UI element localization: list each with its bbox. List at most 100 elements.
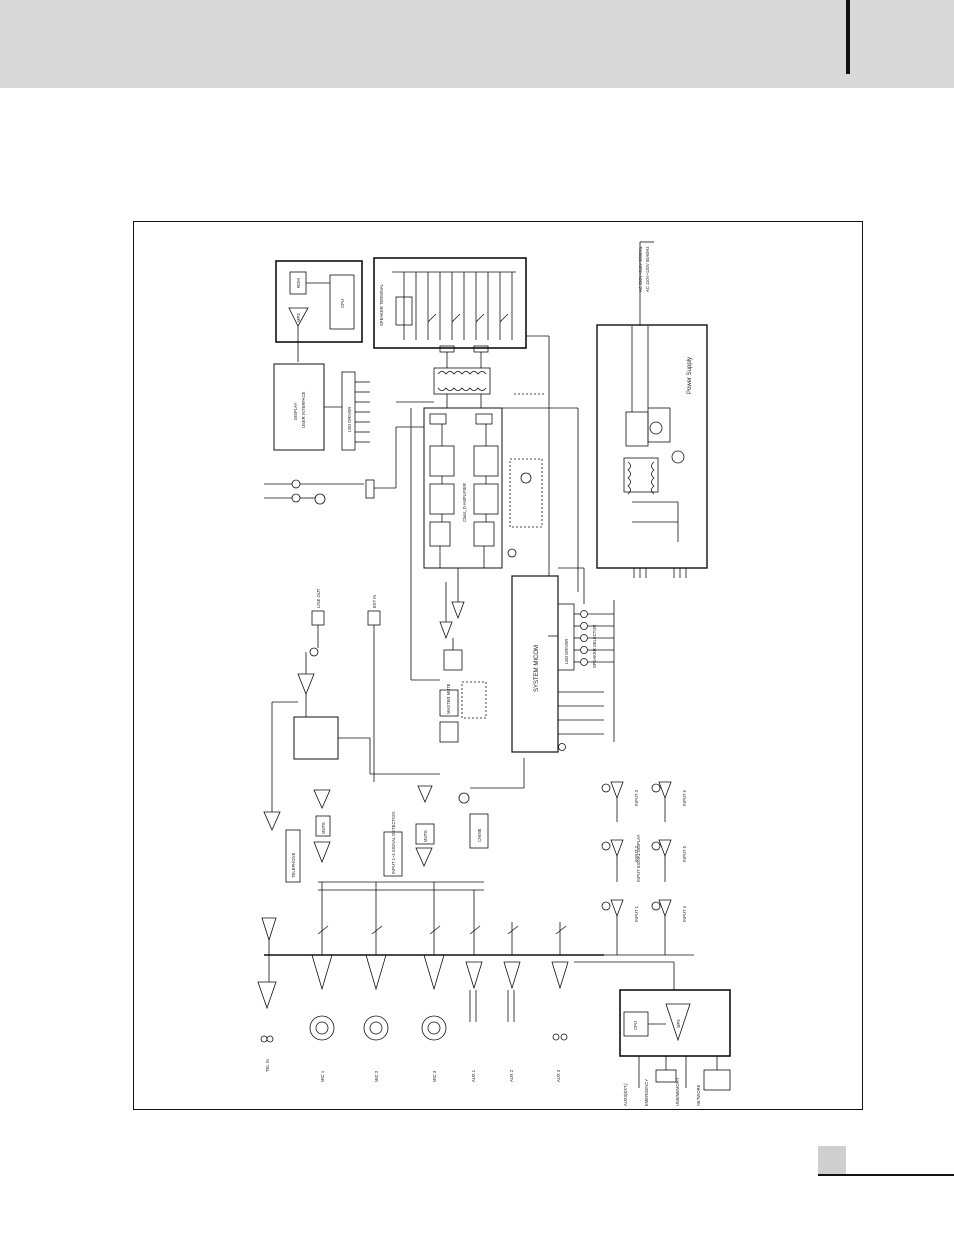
pwm-stage	[473, 483, 499, 515]
output-filter	[475, 413, 493, 425]
indicator-led	[291, 479, 301, 489]
tel-in-jack	[260, 1035, 268, 1043]
connector	[473, 345, 489, 353]
mic1-amp	[311, 954, 333, 991]
tone-control	[293, 716, 339, 760]
tel-in-label: TEL IN	[265, 1059, 270, 1072]
speaker-selector-leds	[574, 600, 615, 742]
line-out-label: LINE OUT	[316, 588, 321, 608]
tel-in-jack	[266, 1035, 274, 1043]
ext-in-jack	[367, 610, 381, 626]
output-filter	[429, 413, 447, 425]
mute-block	[315, 815, 331, 837]
master-mute-label: MASTER MUTE	[446, 683, 451, 714]
input-6-label: INPUT 6	[682, 789, 687, 806]
input-3-label: INPUT 3	[634, 789, 639, 806]
line-out-amp	[297, 673, 315, 696]
port-usb-label: USB/MEMORY	[675, 1077, 680, 1106]
master-mute	[439, 689, 459, 717]
driver-stage	[429, 521, 451, 547]
aux3-jack	[560, 1033, 568, 1041]
mp3-bottom-label: MP3	[676, 1019, 681, 1028]
speaker-taps	[392, 271, 516, 340]
fuse-icon	[671, 450, 685, 464]
aux2-amp	[503, 961, 521, 990]
input-5-label: INPUT 5	[682, 845, 687, 862]
line-out-jack	[311, 610, 325, 626]
dsp-stage	[429, 445, 455, 477]
footer-rule	[818, 1174, 954, 1176]
power-supply-block	[596, 324, 708, 569]
dsp-stage	[473, 445, 499, 477]
aux3-amp	[551, 961, 569, 990]
mic3-amp	[423, 954, 445, 991]
network-port	[703, 1069, 731, 1091]
driver-stage	[473, 521, 495, 547]
buffer-amp	[439, 621, 453, 640]
aux2-label: AUX 2	[509, 1069, 514, 1082]
led-driver-top	[341, 371, 356, 451]
led-driver-micom-label: LED DRIVER	[564, 639, 569, 664]
class-d-amplifier	[423, 407, 503, 569]
buffer-amp	[451, 601, 465, 620]
display-sub-label: USER INTERFACE	[301, 391, 306, 428]
mute-logic	[439, 721, 459, 743]
mic2-amp	[365, 954, 387, 991]
telephone-label: TELEPHONE	[291, 852, 296, 878]
input-2-label: INPUT 2	[634, 845, 639, 862]
telephone-block	[285, 829, 301, 883]
emergency-terminal	[655, 1069, 677, 1083]
input-signal-leds	[601, 781, 694, 956]
mp3-amp	[665, 1003, 691, 1042]
temp-sensor-icon	[507, 548, 517, 558]
schematic-canvas: DISPLAY USER INTERFACE LED DRIVER CPU RO…	[257, 241, 731, 1106]
aux1-amp	[465, 961, 483, 990]
mic1-label: MIC 1	[320, 1070, 325, 1082]
ext-in-label: EXT IN	[372, 595, 377, 608]
xlr-mic1-icon	[309, 1015, 335, 1041]
transistor-icon	[309, 647, 319, 657]
output-transformer	[433, 367, 491, 395]
rom-label: ROM	[296, 278, 301, 288]
mp3-amp	[288, 307, 309, 327]
connector	[365, 479, 375, 499]
mic3-label: MIC 3	[432, 1070, 437, 1082]
port-emergency-label: EMERGENCY	[644, 1079, 649, 1106]
pre-amp	[415, 847, 433, 867]
chime-block	[469, 813, 489, 849]
input-4-label: INPUT 4	[682, 905, 687, 922]
mp3-top-label: MP3	[296, 313, 301, 322]
led-driver-top-label: LED DRIVER	[347, 407, 352, 432]
mute-label: MUTE	[321, 822, 326, 834]
display-label: DISPLAY	[293, 402, 298, 420]
indicator-led	[291, 493, 301, 503]
tel-buffer	[261, 917, 277, 942]
header-band	[0, 0, 954, 88]
indicator-led	[558, 743, 566, 751]
level-pots	[317, 882, 567, 955]
buffer-amp	[417, 785, 433, 803]
encoder-icon	[314, 493, 326, 505]
input-1-label: INPUT 1	[634, 905, 639, 922]
header-marker	[846, 0, 850, 74]
dc-outputs	[633, 568, 687, 578]
cpu-block	[329, 274, 355, 330]
speaker-terminal-block	[373, 257, 527, 349]
xlr-mic2-icon	[363, 1015, 389, 1041]
mute-block	[415, 823, 435, 845]
input-signal-display-label: INPUT SIGNAL DISPLAY	[636, 834, 641, 882]
pwm-stage	[429, 483, 455, 515]
speaker-terminal-label: SPEAKER TERMINAL	[379, 283, 384, 326]
cpu-top-label: CPU	[340, 299, 345, 308]
aux1-label: AUX 1	[471, 1069, 476, 1082]
regulator	[647, 407, 671, 443]
connector	[439, 345, 455, 353]
system-micom-label: SYSTEM MICOM	[534, 645, 540, 692]
rectifier	[625, 411, 649, 447]
class-d-label: Class_D AMPLIFIER	[462, 483, 467, 522]
transformer	[623, 457, 659, 493]
led-driver-outputs	[355, 381, 370, 443]
mp3-module	[275, 260, 363, 343]
aux3-label: AUX 3	[556, 1069, 561, 1082]
mute-label-2: MUTE	[423, 830, 428, 842]
